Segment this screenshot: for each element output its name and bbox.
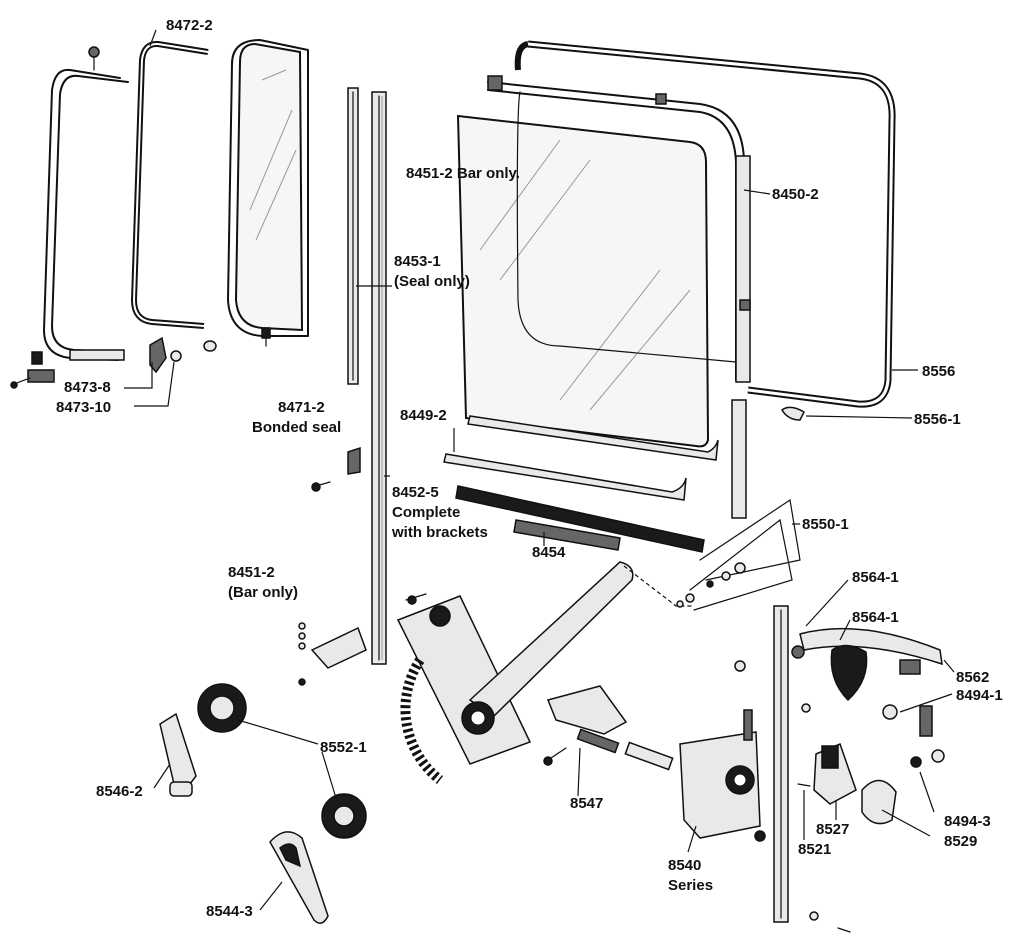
door-glass: [456, 114, 710, 448]
label-8454: 8454: [532, 544, 566, 561]
label-8450-2: 8450-2: [772, 186, 819, 203]
rear-channel: [731, 399, 747, 519]
vent-hardware: [10, 336, 217, 389]
label-8451-2-bar-only: (Bar only): [228, 584, 298, 601]
label-8472-2: 8472-2: [166, 17, 213, 34]
label-8451-2-bar-only-top: 8451-2 Bar only.: [406, 165, 520, 182]
label-8494-3: 8494-3: [944, 813, 991, 830]
label-8453-1: 8453-1: [394, 253, 441, 270]
label-8473-10: 8473-10: [56, 399, 111, 416]
label-8550-1: 8550-1: [802, 516, 849, 533]
division-channel: [298, 87, 387, 686]
label-8452-5-with-brackets: with brackets: [391, 524, 488, 541]
label-8471-2: 8471-2: [278, 399, 325, 416]
window-regulator: [396, 561, 694, 784]
label-8527: 8527: [816, 821, 849, 838]
label-8494-1: 8494-1: [956, 687, 1003, 704]
label-8451-2: 8451-2: [228, 564, 275, 581]
label-8540-series: Series: [668, 877, 713, 894]
label-8556-1: 8556-1: [914, 411, 961, 428]
part-labels: 8472-2 8451-2 Bar only. 8450-2 8453-1 (S…: [56, 17, 1003, 920]
label-8552-1: 8552-1: [320, 739, 367, 756]
label-8452-5: 8452-5: [392, 484, 439, 501]
label-8521: 8521: [798, 841, 831, 858]
glass-channel: [443, 415, 719, 553]
label-8449-2: 8449-2: [400, 407, 447, 424]
label-8529: 8529: [944, 833, 977, 850]
escutcheons: [197, 683, 367, 839]
vent-glass: [227, 39, 309, 347]
label-8544-3: 8544-3: [206, 903, 253, 920]
leader-lines: [124, 29, 955, 911]
window-seal: [514, 40, 896, 421]
vent-seal: [131, 40, 209, 329]
label-8564-1-bottom: 8564-1: [852, 609, 899, 626]
label-8540: 8540: [668, 857, 701, 874]
inside-door-handle: [269, 831, 329, 924]
window-frame: [487, 75, 751, 383]
outside-handle: [791, 627, 943, 702]
label-8547: 8547: [570, 795, 603, 812]
vent-frame: [43, 46, 129, 361]
label-8471-2-bonded-seal: Bonded seal: [252, 419, 341, 436]
label-8546-2: 8546-2: [96, 783, 143, 800]
label-8556: 8556: [922, 363, 955, 380]
label-8473-8: 8473-8: [64, 379, 111, 396]
label-8452-5-complete: Complete: [392, 504, 460, 521]
roller-hardware: [676, 498, 801, 611]
door-lock-assembly: [679, 605, 945, 933]
label-8562: 8562: [956, 669, 989, 686]
bracket-8547: [543, 685, 674, 771]
window-crank: [159, 712, 197, 797]
label-8564-1-top: 8564-1: [852, 569, 899, 586]
label-8453-1-seal-only: (Seal only): [394, 273, 470, 290]
